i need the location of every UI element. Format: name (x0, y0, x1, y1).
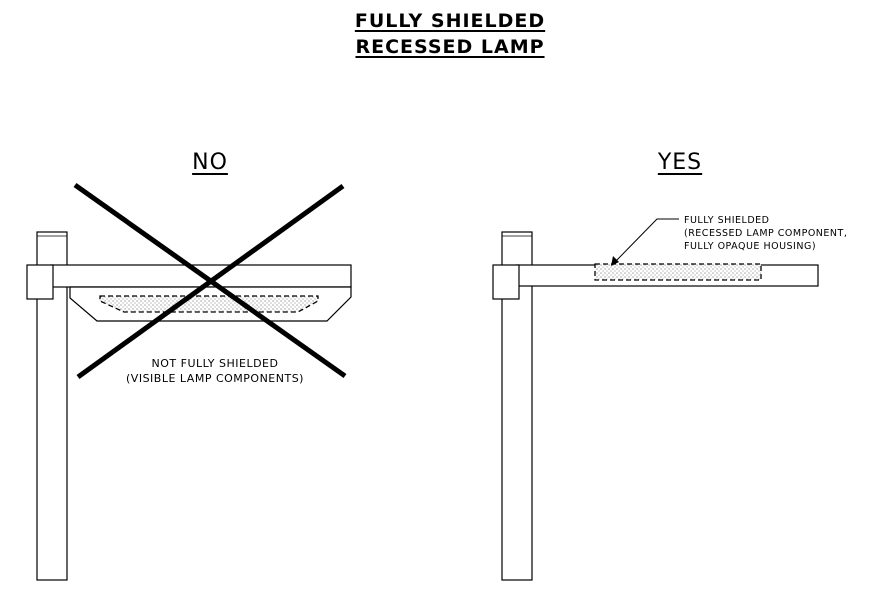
yes-heading: YES (657, 150, 703, 175)
yes-pole-collar (492, 264, 520, 300)
no-pole (36, 231, 68, 581)
no-note-line-1: NOT FULLY SHIELDED (151, 357, 279, 370)
yes-fixture (492, 218, 819, 581)
no-lamp (99, 295, 319, 313)
no-note-line-2: (VISIBLE LAMP COMPONENTS) (126, 372, 304, 385)
no-note: NOT FULLY SHIELDED (VISIBLE LAMP COMPONE… (95, 356, 335, 386)
title-line-2: RECESSED LAMP (355, 36, 545, 58)
yes-leader-arrow (611, 256, 619, 266)
yes-recessed-lamp (594, 263, 762, 281)
no-pole-collar (26, 264, 54, 300)
no-heading: NO (192, 150, 228, 175)
yes-leader-line (613, 218, 679, 264)
yes-note-line-3: FULLY OPAQUE HOUSING) (684, 241, 817, 252)
yes-note-line-1: FULLY SHIELDED (684, 215, 770, 226)
yes-note: FULLY SHIELDED (RECESSED LAMP COMPONENT,… (684, 214, 847, 253)
yes-note-line-2: (RECESSED LAMP COMPONENT, (684, 228, 848, 239)
diagram-title: FULLY SHIELDED RECESSED LAMP (345, 8, 555, 60)
title-line-1: FULLY SHIELDED (354, 10, 546, 32)
no-cross-line-2 (76, 183, 345, 380)
no-fixture (26, 182, 352, 581)
